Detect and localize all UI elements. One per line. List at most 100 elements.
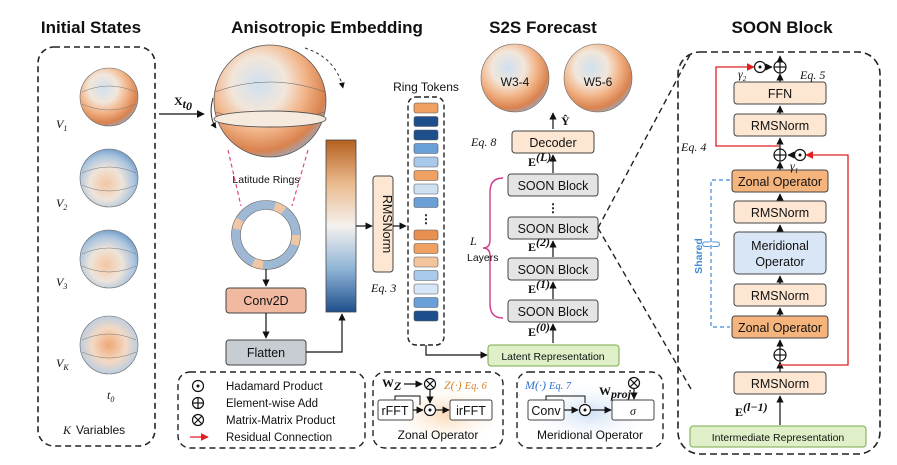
ring-tokens-panel [407, 96, 445, 346]
meridional-skip-line [545, 395, 586, 403]
label-eL: E(L) [528, 150, 551, 169]
soon-block-1-label: SOON Block [518, 305, 590, 319]
label-eq8: Eq. 8 [470, 135, 496, 149]
label-gamma2: γ2 [738, 67, 747, 83]
hadamard-op-top [753, 60, 767, 74]
soon-rmsnorm-bottom-label: RMSNorm [751, 377, 809, 391]
zonal-detail-caption: Zonal Operator [398, 428, 479, 442]
ring-guide-left [227, 149, 242, 207]
zonal-detail-panel [372, 371, 504, 449]
forecast-globe-w56 [563, 43, 633, 113]
embedding-rmsnorm-label: RMSNorm [380, 195, 394, 253]
label-e-prev: E(l−1) [735, 400, 768, 419]
ring-token-bottom-5 [413, 283, 439, 295]
title-initial-states: Initial States [41, 18, 141, 37]
zonal-operator-bottom-label: Zonal Operator [738, 321, 822, 335]
soon-rmsnorm-mid-label: RMSNorm [751, 206, 809, 220]
label-v3: V3 [56, 275, 67, 291]
soon-block-panel [677, 51, 881, 455]
label-w34: W3-4 [501, 75, 530, 89]
legend-hadamard: Hadamard Product [226, 381, 323, 393]
label-layers: Layers [467, 252, 499, 264]
layers-brace [482, 177, 504, 319]
rotation-arrow-left [210, 97, 217, 129]
label-vk: VK [56, 356, 69, 372]
label-eq3: Eq. 3 [370, 281, 396, 295]
residual-connection-1 [779, 151, 849, 366]
flatten-label: Flatten [247, 346, 285, 360]
decoder-box [511, 130, 595, 154]
ring-token-bottom-2 [413, 243, 439, 254]
conv-label: Conv [531, 404, 561, 418]
zonal-operator-top-label: Zonal Operator [738, 175, 822, 189]
add-icon [191, 396, 205, 410]
soon-block-2 [507, 257, 599, 281]
ring-token-top-3 [413, 129, 439, 141]
label-zonal-op: Z(·)Eq. 6 [444, 378, 488, 392]
latent-representation-box [487, 344, 620, 367]
add-op-middle [773, 148, 787, 162]
label-shared: Shared [693, 238, 705, 274]
meridional-detail-caption: Meridional Operator [537, 428, 643, 442]
title-soon-block: SOON Block [731, 18, 833, 37]
irfft-label: irFFT [456, 404, 486, 418]
layers-ellipsis: ⋮ [547, 201, 559, 215]
soon-block-L-label: SOON Block [518, 179, 590, 193]
variable-globe-3 [79, 229, 139, 289]
residual-connection-2 [715, 63, 780, 147]
ffn-label: FFN [768, 87, 792, 101]
sigma-label: σ [630, 404, 637, 418]
label-wproj: Wproj [599, 384, 632, 401]
legend-matmul: Matrix-Matrix Product [226, 415, 336, 427]
meridional-operator-label-1: Meridional [751, 239, 809, 253]
variable-globe-k [79, 315, 139, 375]
label-w56: W5-6 [584, 75, 613, 89]
meridional-hadamard-icon [578, 403, 592, 417]
label-eq4: Eq. 4 [680, 140, 706, 154]
latitude-ring [231, 200, 301, 270]
label-L: L [469, 234, 477, 248]
label-y-hat: Ŷ [561, 114, 570, 128]
ring-token-top-1 [413, 102, 439, 114]
title-s2s-forecast: S2S Forecast [489, 18, 597, 37]
tokens-to-latent-arrow [425, 345, 488, 359]
label-e1: E(1) [528, 277, 550, 296]
shared-bracket [710, 179, 730, 328]
soon-block-L [507, 173, 599, 197]
zonal-skip-line [394, 395, 421, 405]
label-e0: E(0) [528, 320, 550, 339]
conv2d-label: Conv2D [243, 294, 288, 308]
ring-token-top-6 [413, 170, 439, 181]
flatten-to-colorbar-arrow [306, 313, 346, 353]
variable-globe-1 [79, 67, 139, 127]
large-globe [213, 44, 327, 158]
legend-residual: Residual Connection [226, 432, 332, 444]
ring-token-bottom-4 [413, 270, 439, 281]
variable-globe-2 [79, 148, 139, 208]
ring-guide-right [291, 149, 309, 207]
soon-block-3-label: SOON Block [518, 222, 590, 236]
ring-token-top-5 [413, 156, 439, 168]
sigma-box [611, 399, 655, 421]
initial-states-panel [37, 46, 156, 447]
embedding-rmsnorm-box [372, 175, 394, 273]
meridional-detail-panel [516, 371, 664, 449]
zoom-line-bottom [597, 227, 692, 390]
ring-token-top-7 [413, 183, 439, 195]
zoom-line-top [597, 52, 692, 229]
soon-block-1 [507, 299, 599, 323]
label-v2: V2 [56, 196, 67, 212]
label-gamma1: γ1 [790, 159, 798, 175]
irfft-box [449, 399, 493, 421]
ring-token-top-4 [413, 143, 439, 154]
title-anisotropic-embedding: Anisotropic Embedding [231, 18, 423, 37]
ring-token-top-2 [413, 116, 439, 127]
embedding-colorbar [325, 139, 357, 313]
legend-add: Element-wise Add [226, 398, 318, 410]
label-t0: t0 [107, 388, 114, 404]
label-v1: V1 [56, 117, 67, 133]
hadamard-icon [191, 379, 205, 393]
forecast-globe-w34 [480, 43, 550, 113]
